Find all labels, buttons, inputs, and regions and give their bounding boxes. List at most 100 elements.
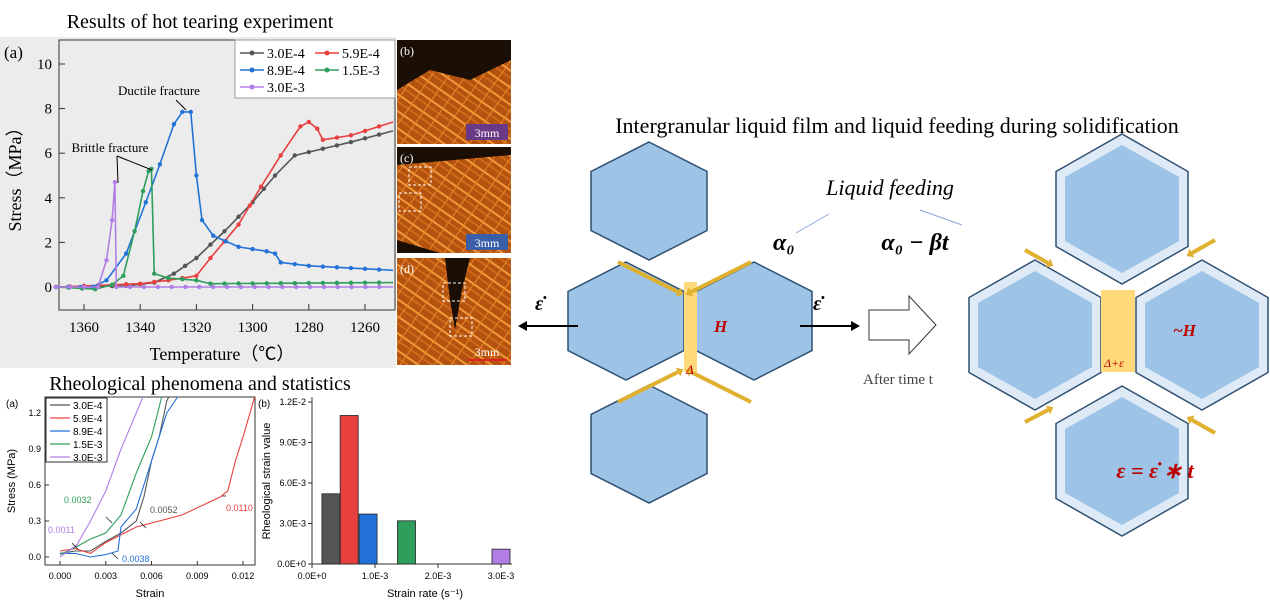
grain-hexagon	[590, 384, 708, 504]
data-point	[376, 124, 382, 129]
data-point	[238, 284, 244, 290]
data-point	[180, 276, 185, 282]
data-point	[141, 284, 147, 290]
series-line-3.0E-4	[59, 397, 170, 554]
data-point	[320, 280, 326, 286]
data-point	[306, 119, 311, 125]
annotation-label: 0.0110	[226, 503, 253, 513]
series-line-1.5E-3	[59, 397, 163, 556]
data-point	[180, 109, 185, 115]
scale-bar-label: 3mm	[475, 236, 500, 250]
panel-label: (c)	[400, 151, 413, 165]
feeding-arrowhead	[675, 287, 684, 297]
film-width-label: Δ	[685, 362, 694, 377]
legend	[45, 397, 108, 463]
rheological-title: Rheological phenomena and statistics	[49, 373, 351, 395]
data-point	[138, 281, 143, 286]
x-tick-label: 0.003	[94, 571, 117, 581]
grain-hexagon	[567, 261, 685, 381]
data-point	[140, 188, 146, 194]
data-point	[362, 280, 368, 285]
data-point	[223, 239, 229, 244]
feeding-arrowhead	[1045, 405, 1054, 415]
ductile-fracture-annotation: Ductile fracture	[118, 83, 200, 98]
legend-label: 3.0E-4	[267, 47, 305, 62]
legend-label: 5.9E-4	[342, 47, 380, 62]
data-point	[132, 229, 137, 234]
after-time-label: After time t	[863, 372, 934, 388]
y-tick-label: 2	[45, 235, 53, 251]
pointer-line	[795, 213, 830, 234]
feeding-arrow	[617, 370, 679, 404]
data-point	[123, 282, 129, 287]
data-point	[149, 166, 154, 172]
liquid-feeding-label: Liquid feeding	[825, 175, 954, 200]
data-point	[320, 264, 326, 269]
y-tick-label: 0.3	[28, 516, 41, 526]
x-tick-label: 2.0E-3	[425, 571, 452, 581]
y-tick-label: 3.0E-3	[279, 519, 306, 529]
data-point	[334, 143, 340, 148]
grain-hexagon-core	[1145, 271, 1259, 399]
plot-frame	[58, 39, 396, 311]
data-point	[194, 273, 199, 279]
grain-diagram: H Δ ~H Δ+ε ε = ε̇ ∗ t Liquid feeding α₀ …	[518, 133, 1269, 537]
annotation-leader	[111, 552, 119, 560]
data-point	[376, 267, 382, 272]
legend-label: 3.0E-3	[267, 81, 305, 96]
data-point	[278, 281, 283, 286]
data-point	[363, 284, 368, 290]
data-point	[278, 153, 283, 158]
data-point	[194, 278, 199, 283]
annotation-arrow	[116, 155, 153, 171]
data-point	[320, 137, 326, 143]
annotation-arrow	[116, 155, 119, 184]
feeding-arrow	[1191, 418, 1216, 435]
legend-label: 1.5E-3	[73, 440, 103, 451]
y-tick-label: 0.9	[28, 444, 41, 454]
data-point	[315, 126, 320, 131]
data-point	[155, 284, 161, 290]
data-point	[166, 275, 171, 281]
y-tick-label: 0.0E+0	[277, 559, 306, 569]
diagram-title: Intergranular liquid film and liquid fee…	[615, 113, 1179, 138]
bar	[339, 415, 359, 565]
alpha-decay-label: α₀ − βt	[881, 230, 949, 256]
data-point	[362, 128, 368, 134]
data-point	[247, 203, 252, 208]
rheological-strain-bar-chart: (b) Strain rate (s⁻¹) Rheological strain…	[258, 397, 514, 600]
y-tick-label: 9.0E-3	[279, 438, 306, 448]
y-axis-title: Stress (MPa)	[6, 449, 18, 513]
data-point	[292, 261, 297, 267]
data-point	[67, 284, 73, 290]
data-point	[208, 242, 213, 247]
data-point	[236, 214, 241, 219]
x-axis-title: Temperature（℃）	[150, 344, 295, 364]
y-tick-label: 6	[45, 146, 53, 162]
legend-marker	[324, 67, 330, 73]
data-point	[236, 222, 241, 227]
strain-rate-left: ε̇	[535, 293, 547, 315]
y-tick-label: 6.0E-3	[279, 478, 306, 488]
data-point	[109, 217, 115, 223]
grain-hexagon-core	[1065, 397, 1179, 525]
data-point	[306, 280, 311, 286]
x-tick-label: 0.012	[232, 571, 255, 581]
annotation-leader	[71, 542, 79, 550]
legend-label: 3.0E-3	[73, 453, 103, 464]
legend-label: 8.9E-4	[73, 427, 103, 438]
data-point	[280, 284, 285, 290]
y-axis-title: Stress（MPa）	[5, 118, 25, 231]
data-point	[250, 246, 255, 252]
data-point	[81, 284, 87, 290]
annotation-label: 0.0011	[48, 525, 75, 535]
annotation-label: 0.0032	[64, 495, 92, 505]
annotation-leader	[139, 521, 147, 529]
y-tick-label: 8	[45, 102, 53, 118]
x-tick-label: 1260	[350, 320, 380, 336]
legend	[234, 39, 396, 99]
data-point	[95, 284, 101, 290]
data-point	[194, 173, 199, 178]
